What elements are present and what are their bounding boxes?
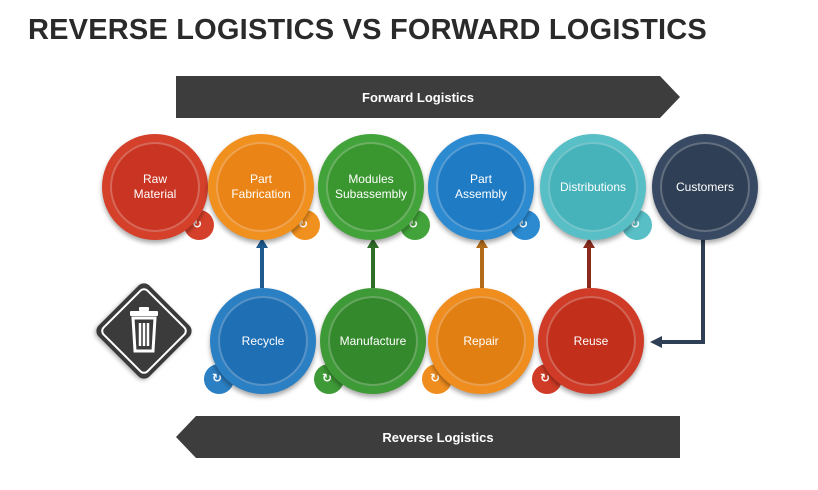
reverse-node-2-label: Manufacture bbox=[328, 296, 418, 386]
forward-logistics-label: Forward Logistics bbox=[362, 89, 474, 105]
connector-recycle-to-fabrication bbox=[256, 238, 268, 288]
stage-node-4-label: Part Assembly bbox=[436, 142, 526, 232]
reverse-node-3: ↻Repair bbox=[422, 288, 534, 394]
reverse-node-2: ↻Manufacture bbox=[314, 288, 426, 394]
trash-icon bbox=[130, 307, 158, 353]
stage-node-1-label: Raw Material bbox=[110, 142, 200, 232]
reverse-arrow-tip bbox=[176, 416, 196, 458]
reverse-node-1-label: Recycle bbox=[218, 296, 308, 386]
stage-node-6-label: Customers bbox=[660, 142, 750, 232]
reverse-node-4: ↻Reuse bbox=[532, 288, 644, 394]
page-title: REVERSE LOGISTICS VS FORWARD LOGISTICS bbox=[28, 14, 707, 46]
stage-node-5-label: Distributions bbox=[548, 142, 638, 232]
reverse-logistics-banner: Reverse Logistics bbox=[196, 416, 680, 458]
reverse-node-3-label: Repair bbox=[436, 296, 526, 386]
connector-reuse-to-distributions bbox=[583, 238, 595, 288]
reverse-node-1: ↻Recycle bbox=[204, 288, 316, 394]
connector-customers-to-reuse bbox=[650, 236, 705, 348]
stage-node-2: ↻Part Fabrication bbox=[208, 134, 320, 240]
connector-manufacture-to-modules bbox=[367, 238, 379, 288]
reverse-logistics-label: Reverse Logistics bbox=[382, 429, 494, 445]
stage-node-3: ↻Modules Subassembly bbox=[318, 134, 430, 240]
stage-node-3-label: Modules Subassembly bbox=[326, 142, 416, 232]
stage-node-6: Customers bbox=[652, 134, 758, 240]
forward-arrow-tip bbox=[660, 76, 680, 118]
stage-node-1: ↻Raw Material bbox=[102, 134, 214, 240]
stage-node-4: ↻Part Assembly bbox=[428, 134, 540, 240]
stage-node-2-label: Part Fabrication bbox=[216, 142, 306, 232]
forward-logistics-banner: Forward Logistics bbox=[176, 76, 660, 118]
stage-node-5: ↻Distributions bbox=[540, 134, 652, 240]
reverse-node-4-label: Reuse bbox=[546, 296, 636, 386]
connector-repair-to-assembly bbox=[476, 238, 488, 288]
